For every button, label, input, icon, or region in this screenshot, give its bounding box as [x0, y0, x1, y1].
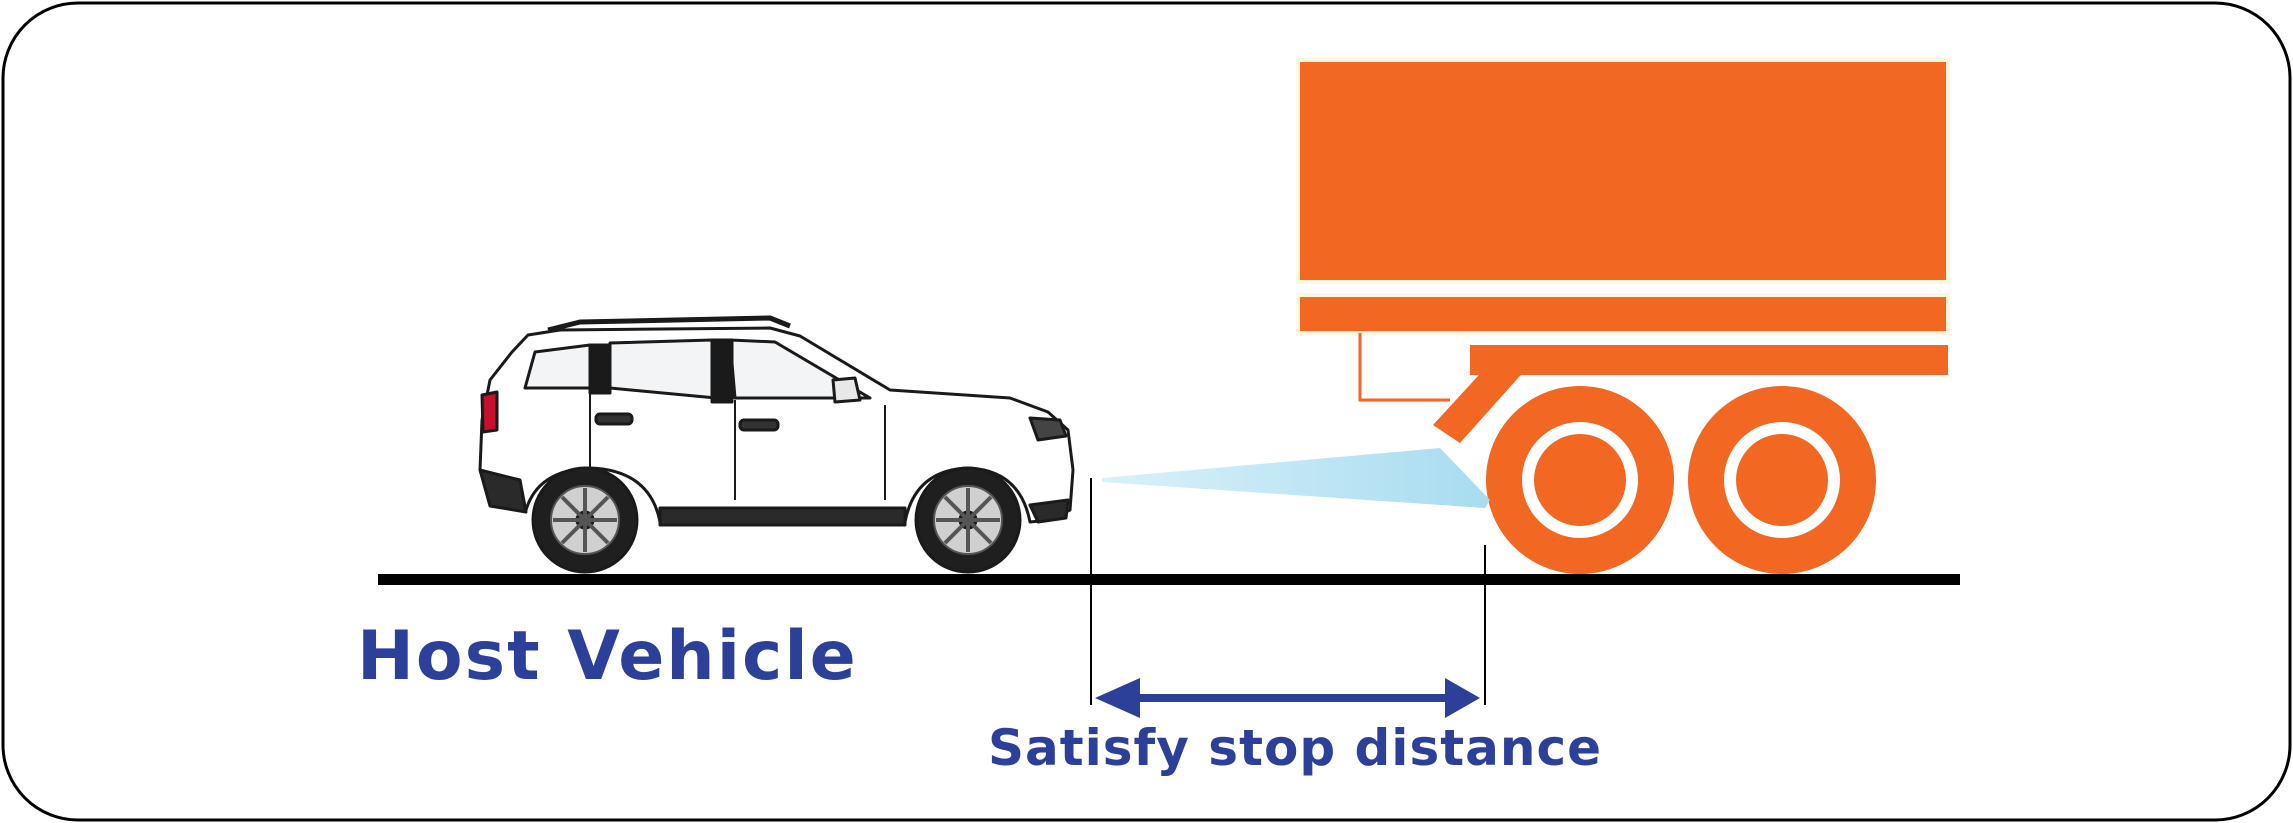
truck-bracket — [1358, 333, 1450, 402]
host-vehicle-label: Host Vehicle — [357, 617, 858, 696]
double-arrow-icon — [1095, 678, 1480, 718]
car-mirror — [831, 376, 862, 404]
truck-icon — [1296, 58, 1950, 574]
car-wheel-front — [914, 466, 1022, 574]
suv-icon — [478, 315, 1075, 574]
car-handle-rear — [594, 412, 634, 426]
stop-distance-label: Satisfy stop distance — [988, 719, 1602, 777]
car-roof-rail — [547, 315, 791, 333]
radar-beam-icon — [1102, 448, 1490, 508]
car-wheel-rear — [531, 466, 639, 574]
road-line — [378, 574, 1960, 585]
truck-cargo-box — [1296, 58, 1950, 284]
car-headlight — [1028, 416, 1068, 442]
car-pillar-b — [710, 338, 734, 404]
car-front-bumper — [1028, 498, 1070, 524]
truck-chassis — [1296, 293, 1950, 335]
car-rear-bumper — [478, 468, 528, 514]
car-handle-front — [738, 418, 780, 432]
truck-lower-frame — [1470, 345, 1948, 375]
car-lower-trim — [658, 506, 907, 527]
car-rear-window — [523, 343, 592, 390]
truck-fender — [1433, 352, 1527, 443]
truck-wheel-front — [1486, 386, 1674, 574]
car-pillar-c — [588, 343, 612, 395]
truck-wheel-rear — [1688, 386, 1876, 574]
car-taillight — [480, 390, 499, 434]
car-middle-window — [608, 338, 718, 400]
